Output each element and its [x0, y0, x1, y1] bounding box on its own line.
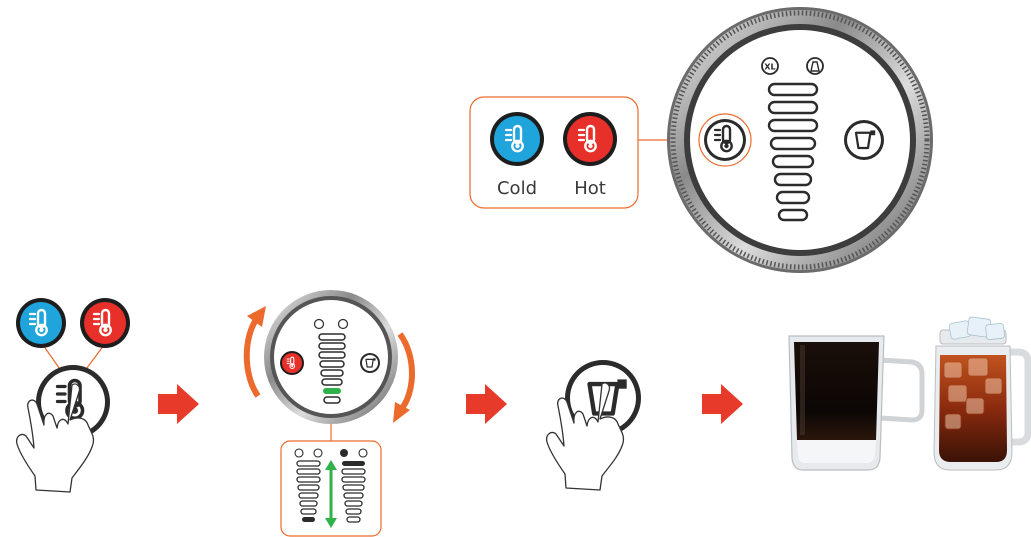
- small-dial: [264, 290, 398, 424]
- step-arrow-2: [466, 384, 507, 424]
- step-2-choose-size: [247, 290, 412, 536]
- brew-button: [360, 353, 380, 373]
- rotate-arrow-left: [247, 317, 258, 396]
- size-range-inset: [281, 441, 381, 536]
- cold-button: [16, 298, 66, 348]
- xl-icon: [340, 449, 348, 457]
- step-arrow-3: [702, 384, 743, 424]
- step-arrow-1: [158, 384, 199, 424]
- iced-coffee-jar: [934, 317, 1028, 470]
- temperature-button: [699, 114, 751, 166]
- brew-button: [844, 120, 884, 160]
- svg-text:XL: XL: [764, 63, 775, 72]
- cold-button: [490, 112, 544, 166]
- hot-coffee-mug: [789, 336, 922, 470]
- rotate-arrow-right: [400, 334, 412, 411]
- cold-label: Cold: [497, 178, 537, 199]
- selected-size-indicator: [323, 388, 341, 394]
- step-3-press-brew: [547, 360, 641, 490]
- step-1-select-temperature: [16, 298, 130, 492]
- hot-button: [563, 112, 617, 166]
- hot-button: [80, 298, 130, 348]
- large-dial: XL: [667, 7, 933, 273]
- hot-button: [280, 351, 304, 375]
- hot-label: Hot: [574, 178, 606, 199]
